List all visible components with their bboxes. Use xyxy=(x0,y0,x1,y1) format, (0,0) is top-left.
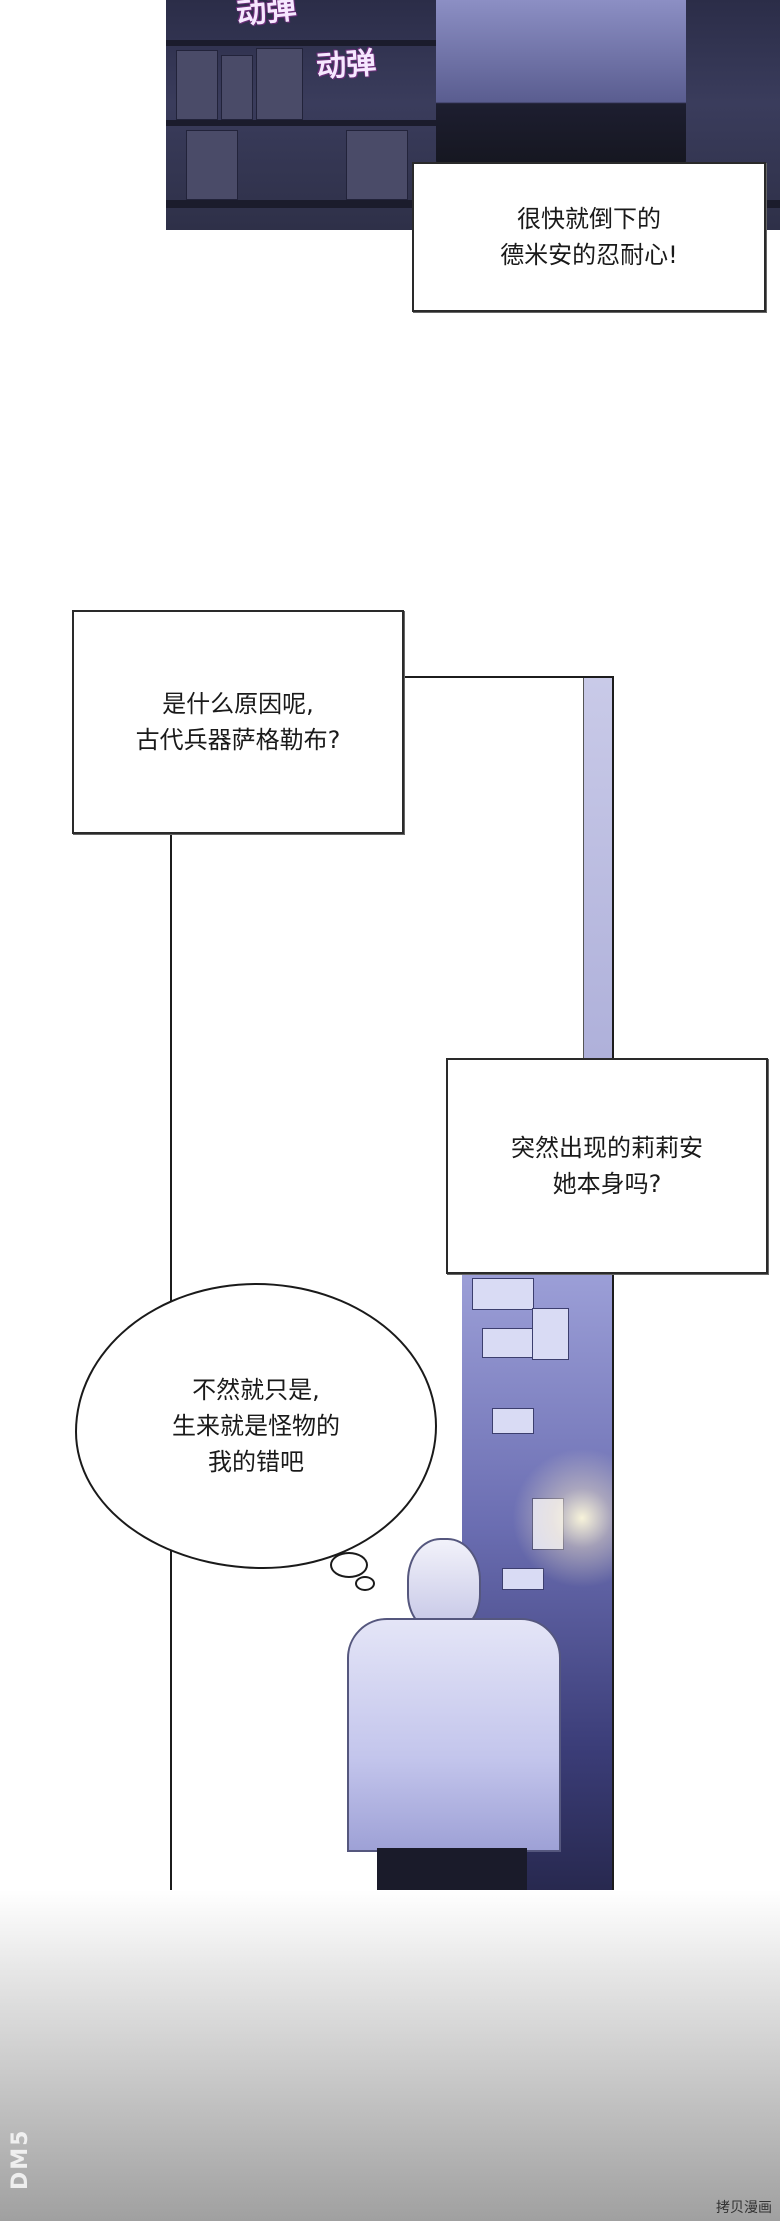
panel-main-scene xyxy=(170,676,614,1910)
shelf-block xyxy=(472,1278,534,1310)
sfx-text: 动弹 xyxy=(234,0,299,33)
thought-line: 生来就是怪物的 xyxy=(172,1412,340,1440)
book xyxy=(256,48,303,120)
book xyxy=(221,55,253,120)
narration-box: 是什么原因呢, 古代兵器萨格勒布? xyxy=(72,610,404,834)
bottom-gradient xyxy=(0,1890,780,2221)
watermark-logo: DM5 xyxy=(8,2128,33,2190)
narration-line: 突然出现的莉莉安 xyxy=(511,1134,703,1162)
thought-dot xyxy=(355,1576,375,1591)
man-body xyxy=(347,1618,561,1852)
book xyxy=(346,130,408,200)
man-back-view xyxy=(347,1538,561,1908)
thought-dot xyxy=(330,1552,368,1578)
book xyxy=(186,130,238,200)
shelf-line xyxy=(166,40,436,46)
shelf-line xyxy=(166,120,436,126)
character-figure xyxy=(436,0,686,170)
narration-line: 古代兵器萨格勒布? xyxy=(135,726,341,754)
thought-bubble: 不然就只是, 生来就是怪物的 我的错吧 xyxy=(75,1283,437,1569)
thought-line: 不然就只是, xyxy=(192,1376,320,1404)
shelf-block xyxy=(532,1308,569,1360)
narration-line: 很快就倒下的 xyxy=(517,205,661,233)
shelf-block xyxy=(482,1328,534,1358)
narration-line: 是什么原因呢, xyxy=(162,690,314,718)
man-head xyxy=(407,1538,481,1632)
narration-line: 她本身吗? xyxy=(552,1170,662,1198)
narration-box: 突然出现的莉莉安 她本身吗? xyxy=(446,1058,768,1274)
sfx-text: 动弹 xyxy=(315,45,378,86)
thought-line: 我的错吧 xyxy=(208,1448,304,1476)
book xyxy=(176,50,218,120)
narration-line: 德米安的忍耐心! xyxy=(500,241,678,269)
narration-box: 很快就倒下的 德米安的忍耐心! xyxy=(412,162,766,312)
shelf-block xyxy=(492,1408,534,1434)
watermark-text: 拷贝漫画 xyxy=(716,2200,772,2216)
light-glow xyxy=(512,1448,612,1588)
